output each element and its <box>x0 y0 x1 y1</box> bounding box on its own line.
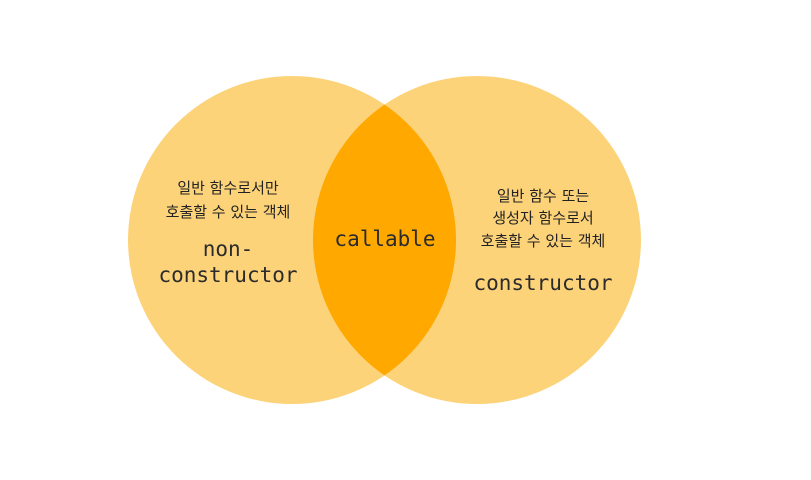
right-description-line-3: 호출할 수 있는 객체 <box>481 232 606 250</box>
callable-overlap <box>313 76 456 404</box>
left-term-line-2: constructor <box>158 263 297 287</box>
left-description-line-2: 호출할 수 있는 객체 <box>166 203 291 221</box>
left-term-line-1: non- <box>203 237 254 261</box>
left-description-line-1: 일반 함수로서만 <box>177 179 279 197</box>
right-term: constructor <box>473 271 612 295</box>
overlap-term: callable <box>334 227 435 251</box>
right-description-line-2: 생성자 함수로서 <box>492 209 593 227</box>
right-description-line-1: 일반 함수 또는 <box>497 187 590 205</box>
